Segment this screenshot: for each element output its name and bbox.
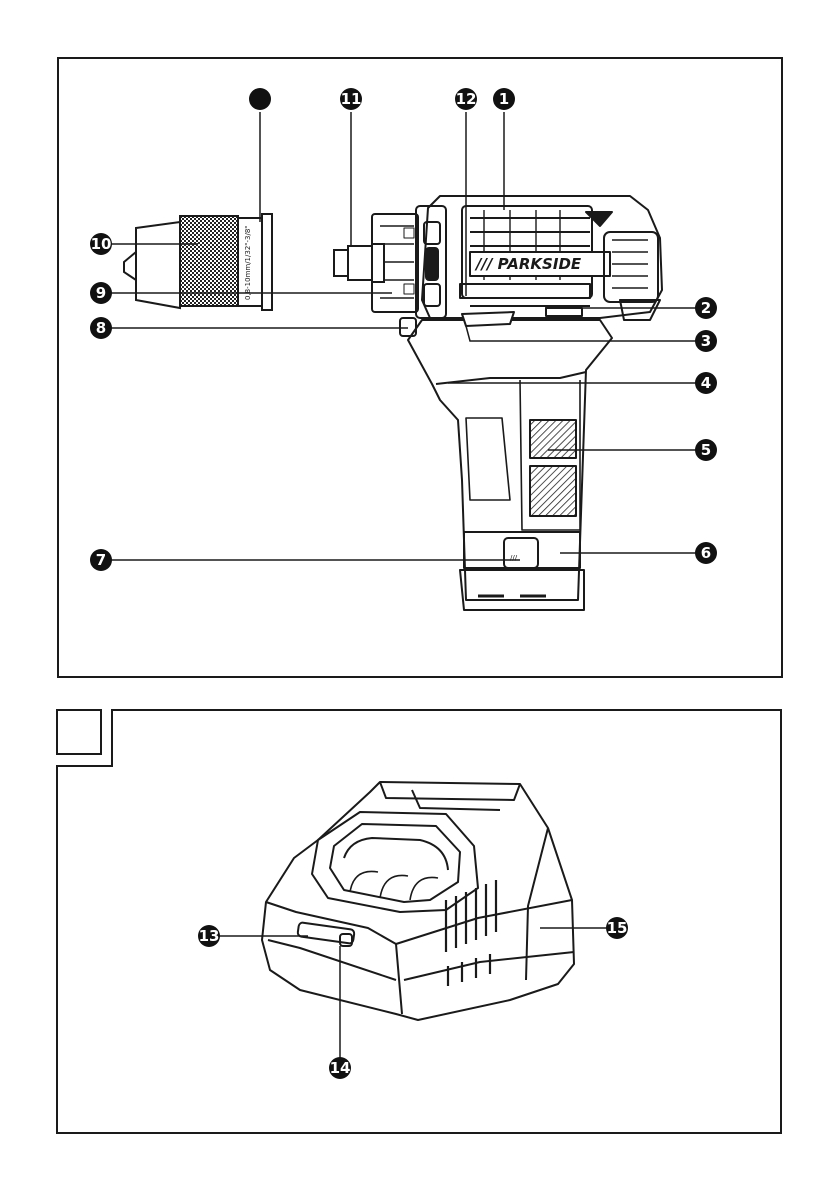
callout-1: 1 (493, 88, 515, 110)
callout-14: 14 (329, 1057, 351, 1079)
callout-chuck-marker (249, 88, 271, 110)
svg-text:11: 11 (341, 90, 362, 108)
figure-b-frame (57, 710, 781, 1133)
callout-12: 12 (455, 88, 477, 110)
svg-text:7: 7 (96, 551, 106, 569)
brand-label: /// PARKSIDE (474, 255, 582, 273)
callout-3: 3 (695, 330, 717, 352)
svg-text:14: 14 (330, 1059, 351, 1077)
bit-holder-illustration (334, 244, 384, 282)
callout-4: 4 (695, 372, 717, 394)
callout-2: 2 (695, 297, 717, 319)
leader-lines-b (215, 928, 612, 1063)
svg-text:10: 10 (91, 235, 112, 253)
callout-11: 11 (340, 88, 362, 110)
figure-b-label-box (57, 710, 101, 754)
svg-text:8: 8 (96, 319, 106, 337)
charger-illustration (262, 782, 574, 1020)
svg-text:13: 13 (199, 927, 220, 945)
callout-13: 13 (198, 925, 220, 947)
callout-10: 10 (90, 233, 112, 255)
svg-text:1: 1 (499, 90, 509, 108)
callouts-a: 1 2 3 4 5 6 7 8 9 10 11 12 (90, 88, 717, 571)
svg-text:5: 5 (701, 441, 711, 459)
callout-15: 15 (606, 917, 628, 939)
svg-text:4: 4 (701, 374, 711, 392)
svg-text:3: 3 (701, 332, 711, 350)
callout-6: 6 (695, 542, 717, 564)
callout-7: 7 (90, 549, 112, 571)
svg-text:2: 2 (701, 299, 711, 317)
svg-text:12: 12 (456, 90, 477, 108)
svg-text:9: 9 (96, 284, 106, 302)
callout-5: 5 (695, 439, 717, 461)
svg-text:///: /// (510, 554, 518, 562)
svg-text:15: 15 (607, 919, 628, 937)
chuck-marking: 0,8-10mm/1/32"-3/8" (244, 225, 252, 300)
drill-illustration: /// PARKSIDE /// (372, 196, 662, 610)
svg-text:6: 6 (701, 544, 711, 562)
keyless-chuck-illustration: 0,8-10mm/1/32"-3/8" (124, 214, 272, 310)
callout-8: 8 (90, 317, 112, 339)
callout-9: 9 (90, 282, 112, 304)
